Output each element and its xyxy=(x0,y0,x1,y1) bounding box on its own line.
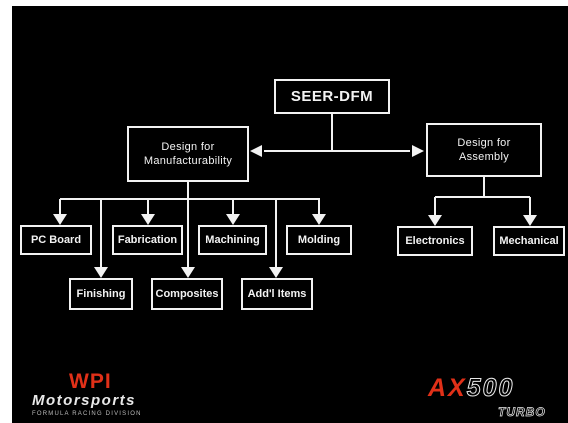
node-mechanical: Mechanical xyxy=(493,226,565,256)
node-addl-items: Add'l Items xyxy=(241,278,313,310)
arrow-to-assembly xyxy=(412,145,424,157)
node-molding: Molding xyxy=(286,225,352,255)
arrow-to-composites xyxy=(181,267,195,278)
node-fabrication: Fabrication xyxy=(112,225,183,255)
ax500-logo-prefix: AX xyxy=(428,374,467,402)
arrow-to-fabrication xyxy=(141,214,155,225)
node-composites: Composites xyxy=(151,278,223,310)
node-electronics: Electronics xyxy=(397,226,473,256)
node-pc-board: PC Board xyxy=(20,225,92,255)
ax500-logo-number: 500 xyxy=(466,374,515,403)
wpi-logo: WPI xyxy=(69,370,112,393)
node-machining: Machining xyxy=(198,225,267,255)
arrow-to-manufacturability xyxy=(250,145,262,157)
arrow-to-mechanical xyxy=(523,215,537,226)
arrow-to-addl-items xyxy=(269,267,283,278)
arrow-to-molding xyxy=(312,214,326,225)
division-caption: FORMULA RACING DIVISION xyxy=(32,411,142,417)
arrow-to-pc-board xyxy=(53,214,67,225)
ax500-logo: AX500 xyxy=(428,374,514,403)
arrow-to-machining xyxy=(226,214,240,225)
node-design-for-manufacturability: Design for Manufacturability xyxy=(127,126,249,182)
motorsports-logo: Motorsports xyxy=(32,392,136,409)
slide: SEER-DFM Design for Manufacturability De… xyxy=(12,6,568,423)
node-finishing: Finishing xyxy=(69,278,133,310)
arrow-to-electronics xyxy=(428,215,442,226)
connector-lines xyxy=(53,114,537,278)
root-node-seer-dfm: SEER-DFM xyxy=(274,79,390,114)
turbo-logo: TURBO xyxy=(498,405,546,420)
node-design-for-assembly: Design for Assembly xyxy=(426,123,542,177)
arrow-to-finishing xyxy=(94,267,108,278)
